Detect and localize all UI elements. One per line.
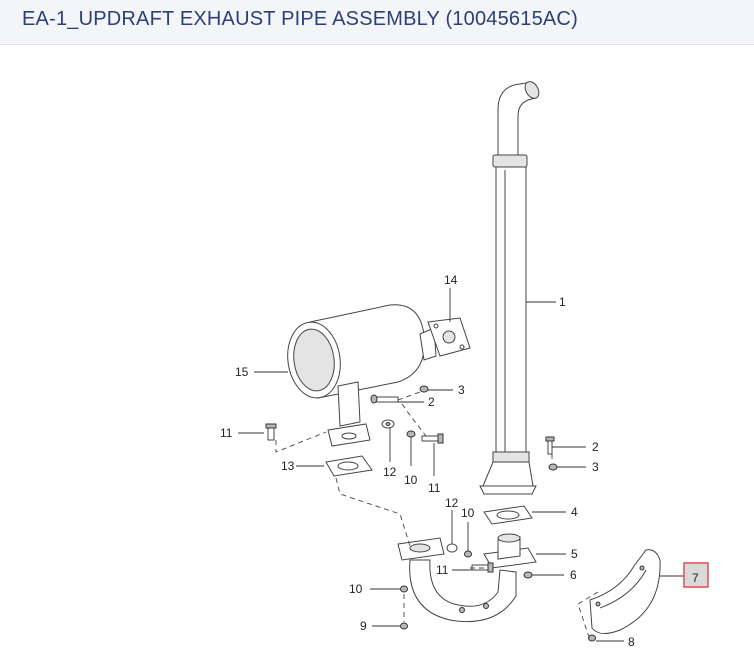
exhaust-pipe-part-1[interactable]	[479, 79, 542, 495]
callout-4[interactable]: 4	[571, 505, 578, 519]
bolt-11-lower[interactable]	[471, 562, 494, 573]
callout-3-right[interactable]: 3	[592, 460, 599, 474]
callout-6[interactable]: 6	[570, 568, 577, 582]
muffler-part-15[interactable]	[283, 304, 437, 447]
assembly-guide-lines	[275, 391, 599, 641]
callout-15[interactable]: 15	[235, 365, 249, 379]
callout-10-bottom[interactable]: 10	[349, 582, 363, 596]
washer-10-middle[interactable]	[406, 430, 416, 438]
callout-11-lower[interactable]: 11	[436, 563, 449, 577]
callout-8[interactable]: 8	[628, 635, 635, 649]
heat-shield-part-7[interactable]	[589, 549, 661, 634]
washer-10-lower[interactable]	[464, 550, 472, 558]
washer-12-middle[interactable]	[381, 419, 395, 429]
nut-right[interactable]	[548, 463, 558, 471]
exploded-parts-diagram: 1 15 14 3 2 11 13	[220, 79, 709, 649]
callout-12-lower[interactable]: 12	[445, 496, 459, 510]
nut-part-6[interactable]	[523, 571, 533, 579]
callout-10-middle[interactable]: 10	[404, 473, 418, 487]
bolt-upper[interactable]	[370, 394, 399, 404]
callout-10-lower[interactable]: 10	[461, 506, 475, 520]
callout-7[interactable]: 7	[692, 571, 699, 585]
callout-12-middle[interactable]: 12	[383, 465, 397, 479]
callout-9[interactable]: 9	[360, 619, 367, 633]
callout-13[interactable]: 13	[281, 459, 295, 473]
callout-3-upper[interactable]: 3	[458, 383, 465, 397]
page-header: EA-1_UPDRAFT EXHAUST PIPE ASSEMBLY (1004…	[0, 0, 754, 45]
gasket-part-13[interactable]	[325, 455, 373, 477]
washer-12-lower[interactable]	[446, 543, 458, 553]
callout-11-middle[interactable]: 11	[428, 481, 441, 495]
callout-11-left[interactable]: 11	[220, 426, 233, 440]
flange-plate-part-14[interactable]	[427, 317, 471, 357]
gasket-part-4[interactable]	[483, 505, 533, 525]
callout-2-right[interactable]: 2	[592, 440, 599, 454]
washer-10-bottom[interactable]	[400, 585, 408, 593]
callout-14[interactable]: 14	[444, 273, 458, 287]
nut-part-9[interactable]	[400, 622, 408, 630]
screw-part-8[interactable]	[588, 634, 596, 642]
callout-2-upper[interactable]: 2	[428, 395, 435, 409]
flange-adapter-part-5[interactable]	[483, 533, 537, 569]
page-title: EA-1_UPDRAFT EXHAUST PIPE ASSEMBLY (1004…	[22, 8, 578, 30]
bolt-11-middle[interactable]	[421, 433, 444, 444]
bolt-left[interactable]	[265, 423, 277, 441]
callout-5[interactable]: 5	[571, 547, 578, 561]
nut-upper[interactable]	[419, 385, 429, 393]
callout-1[interactable]: 1	[559, 295, 566, 309]
callout-7-highlight[interactable]	[683, 562, 709, 588]
bolt-right[interactable]	[545, 436, 555, 455]
